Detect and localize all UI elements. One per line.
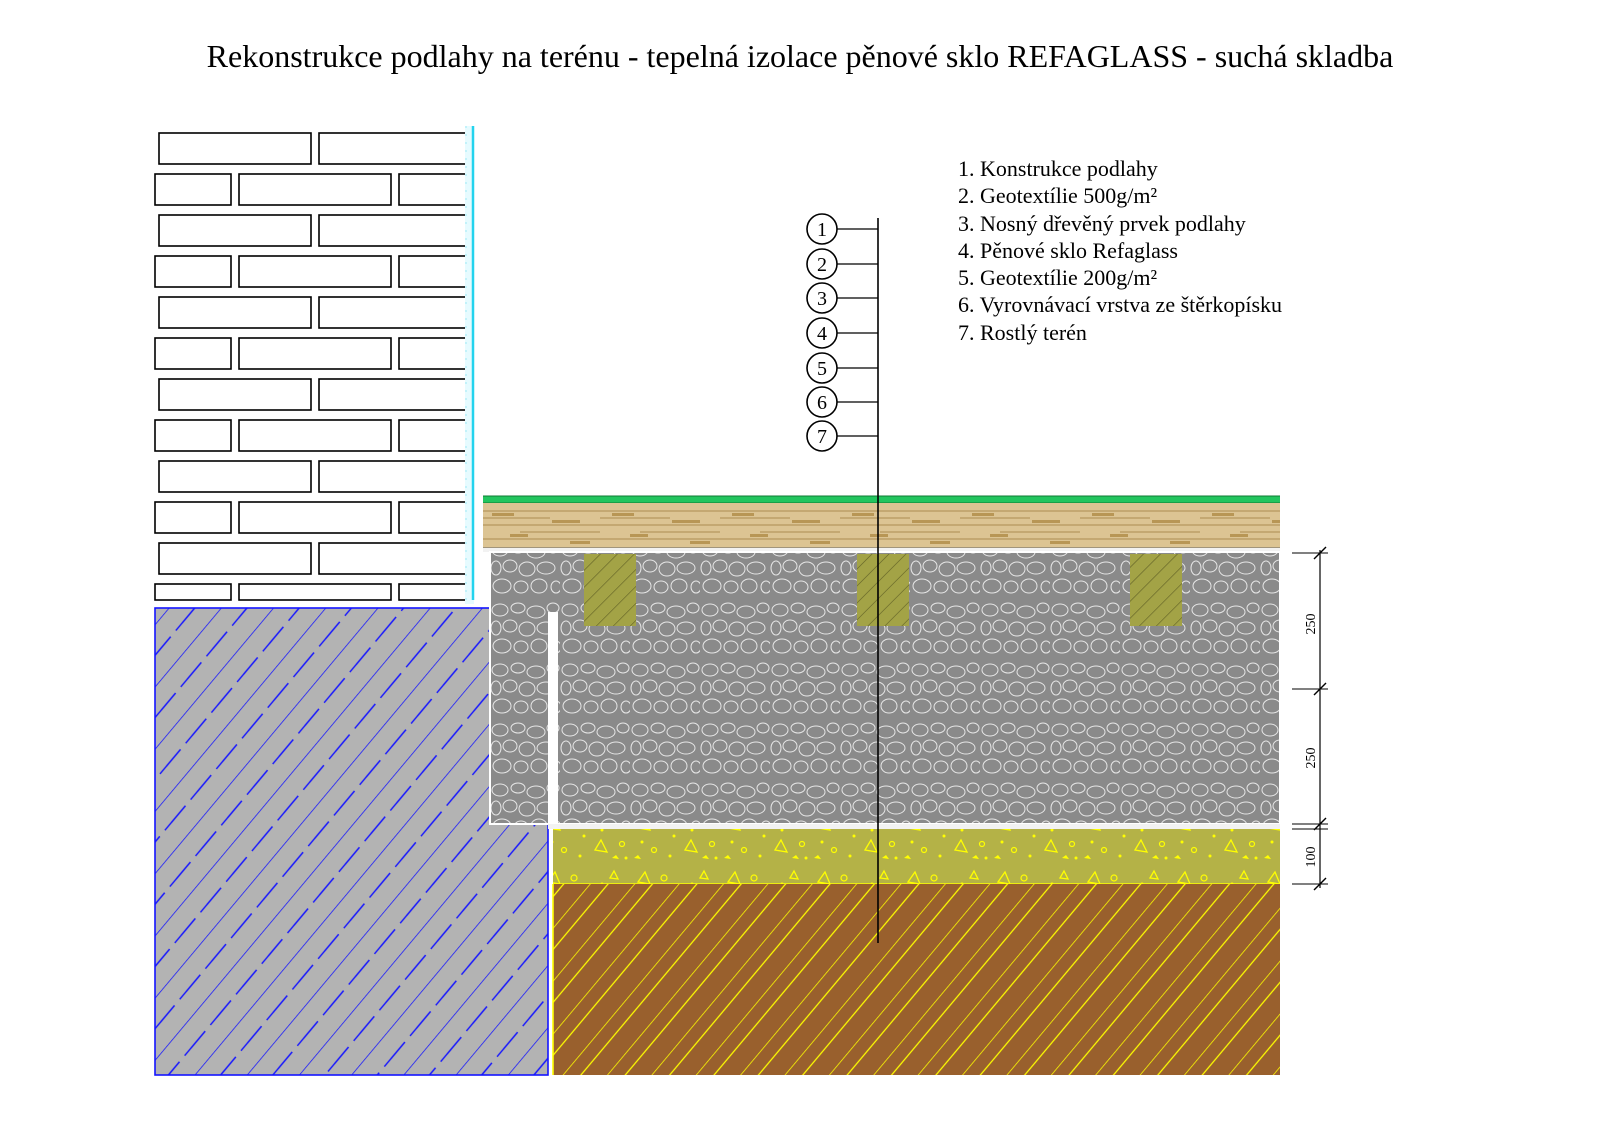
brick (158, 132, 312, 165)
layer-markers: 1 2 3 4 5 6 7 (806, 213, 878, 452)
wall-waterproofing (465, 126, 475, 604)
layer-natural-soil (552, 884, 1280, 1075)
brick (158, 214, 312, 247)
brick (238, 337, 392, 370)
layer-legend: 1. Konstrukce podlahy 2. Geotextílie 500… (958, 155, 1282, 346)
legend-item: 6. Vyrovnávací vrstva ze štěrkopísku (958, 292, 1283, 318)
marker-number: 2 (817, 254, 827, 276)
layer-gravel-sand (553, 829, 1280, 885)
marker-number: 1 (817, 219, 827, 241)
marker-number: 3 (817, 288, 827, 310)
brick (238, 173, 392, 206)
legend-item: 3. Nosný dřevěný prvek podlahy (958, 210, 1246, 236)
brick (238, 255, 392, 288)
brick (158, 296, 312, 329)
brick-wall (154, 130, 473, 608)
brick (154, 501, 232, 534)
marker-number: 7 (817, 426, 827, 448)
layer-geotextile-500 (483, 548, 1280, 552)
brick (154, 583, 232, 601)
brick (154, 173, 232, 206)
legend-item: 5. Geotextílie 200g/m² (958, 265, 1158, 291)
brick (154, 337, 232, 370)
legend-item: 4. Pěnové sklo Refaglass (958, 237, 1178, 263)
layer-floor-structure (483, 495, 1280, 549)
dimension-label: 250 (1304, 614, 1319, 635)
brick (158, 460, 312, 493)
brick (238, 501, 392, 534)
timber-joists (584, 554, 1182, 626)
legend-item: 1. Konstrukce podlahy (958, 156, 1158, 181)
page-title: Rekonstrukce podlahy na terénu - tepelná… (206, 38, 1394, 74)
dimension-label: 100 (1304, 847, 1319, 868)
legend-item: 2. Geotextílie 500g/m² (958, 183, 1158, 209)
layer-geotextile-200 (548, 824, 1280, 829)
dimension-chain: 250 250 100 (1292, 546, 1328, 891)
brick (154, 255, 232, 288)
marker-number: 5 (817, 358, 827, 380)
concrete-foundation (154, 607, 549, 1076)
brick (154, 419, 232, 452)
brick (158, 542, 312, 575)
brick (238, 419, 392, 452)
brick (158, 378, 312, 411)
brick (238, 583, 392, 601)
marker-number: 6 (817, 392, 827, 414)
legend-item: 7. Rostlý terén (958, 319, 1087, 345)
marker-number: 4 (817, 323, 827, 345)
dimension-label: 250 (1304, 748, 1319, 769)
